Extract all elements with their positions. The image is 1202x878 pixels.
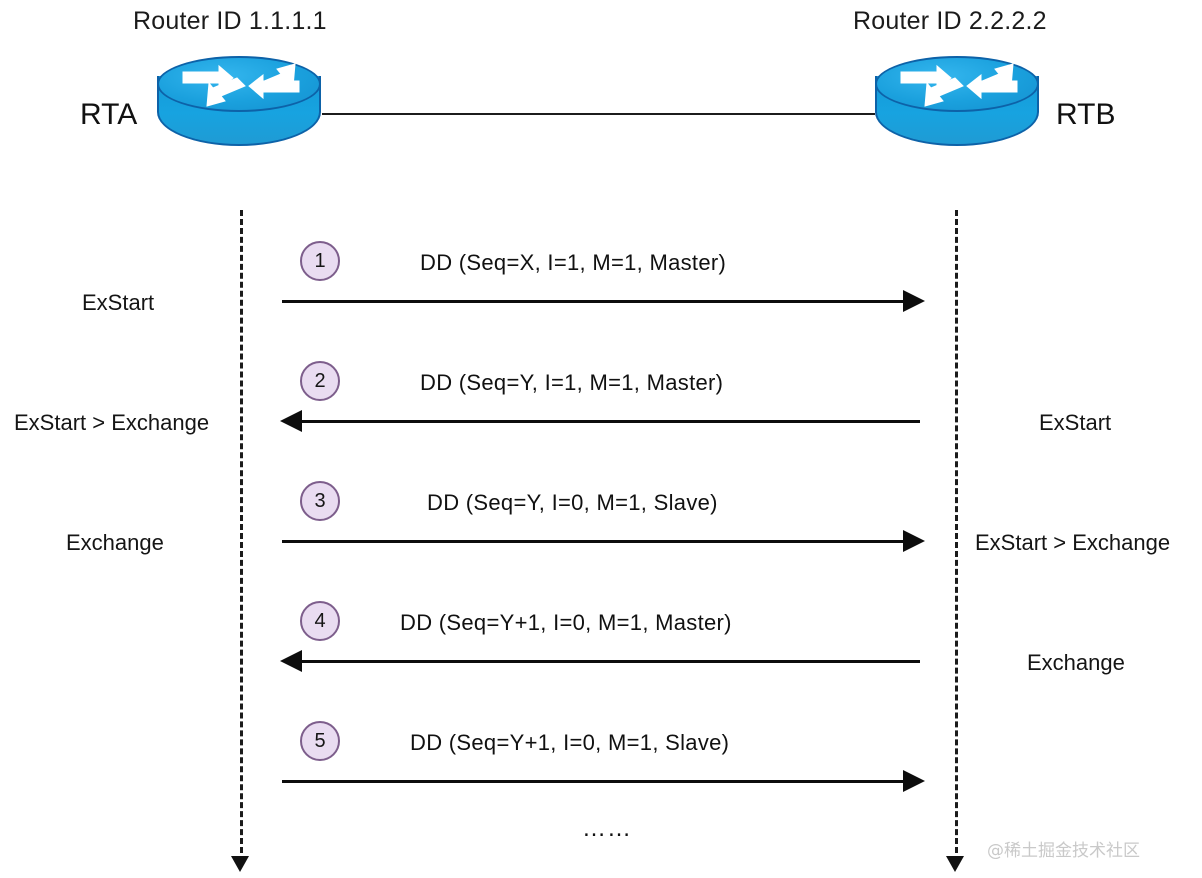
message-arrow-3-head <box>903 530 925 552</box>
step-badge-5-label: 5 <box>314 729 326 752</box>
state-label-rta-3: Exchange <box>66 530 164 555</box>
step-badge-2-label: 2 <box>314 369 326 392</box>
message-arrow-4-line <box>300 660 920 663</box>
message-label-2: DD (Seq=Y, I=1, M=1, Master) <box>420 370 724 395</box>
message-arrow-2-line <box>300 420 920 423</box>
state-label-rtb-1: ExStart <box>1039 410 1112 435</box>
message-label-3: DD (Seq=Y, I=0, M=1, Slave) <box>427 490 718 515</box>
router-a-name: RTA <box>80 98 138 131</box>
continuation-ellipsis: …… <box>582 815 632 842</box>
state-label-rta-1: ExStart <box>82 290 155 315</box>
message-label-1: DD (Seq=X, I=1, M=1, Master) <box>420 250 727 275</box>
lifeline-rta <box>240 210 243 862</box>
router-arrows-glyph <box>182 63 300 107</box>
step-badge-1: 1 <box>300 241 340 281</box>
message-arrow-2-head <box>280 410 302 432</box>
message-label-4: DD (Seq=Y+1, I=0, M=1, Master) <box>400 610 732 635</box>
lifeline-rta-arrowhead <box>231 856 249 872</box>
step-badge-4: 4 <box>300 601 340 641</box>
message-arrow-5-line <box>282 780 907 783</box>
lifeline-rtb <box>955 210 958 862</box>
router-b-title: Router ID 2.2.2.2 <box>853 7 1047 35</box>
router-b-name: RTB <box>1056 98 1116 131</box>
message-arrow-3-line <box>282 540 907 543</box>
message-arrow-1-head <box>903 290 925 312</box>
state-label-rtb-3: Exchange <box>1027 650 1125 675</box>
router-link-line <box>322 113 875 115</box>
state-label-rta-2: ExStart > Exchange <box>14 410 210 435</box>
step-badge-3: 3 <box>300 481 340 521</box>
state-label-rtb-2: ExStart > Exchange <box>975 530 1171 555</box>
message-arrow-5-head <box>903 770 925 792</box>
step-badge-4-label: 4 <box>314 609 326 632</box>
router-a-title: Router ID 1.1.1.1 <box>133 7 327 35</box>
step-badge-3-label: 3 <box>314 489 326 512</box>
step-badge-5: 5 <box>300 721 340 761</box>
message-label-5: DD (Seq=Y+1, I=0, M=1, Slave) <box>410 730 730 755</box>
message-arrow-1-line <box>282 300 907 303</box>
router-a-icon <box>155 54 325 166</box>
lifeline-rtb-arrowhead <box>946 856 964 872</box>
router-b-icon <box>873 54 1043 166</box>
step-badge-1-label: 1 <box>314 249 326 272</box>
router-arrows-glyph <box>900 63 1018 107</box>
message-arrow-4-head <box>280 650 302 672</box>
watermark: @稀土掘金技术社区 <box>987 841 1140 861</box>
step-badge-2: 2 <box>300 361 340 401</box>
